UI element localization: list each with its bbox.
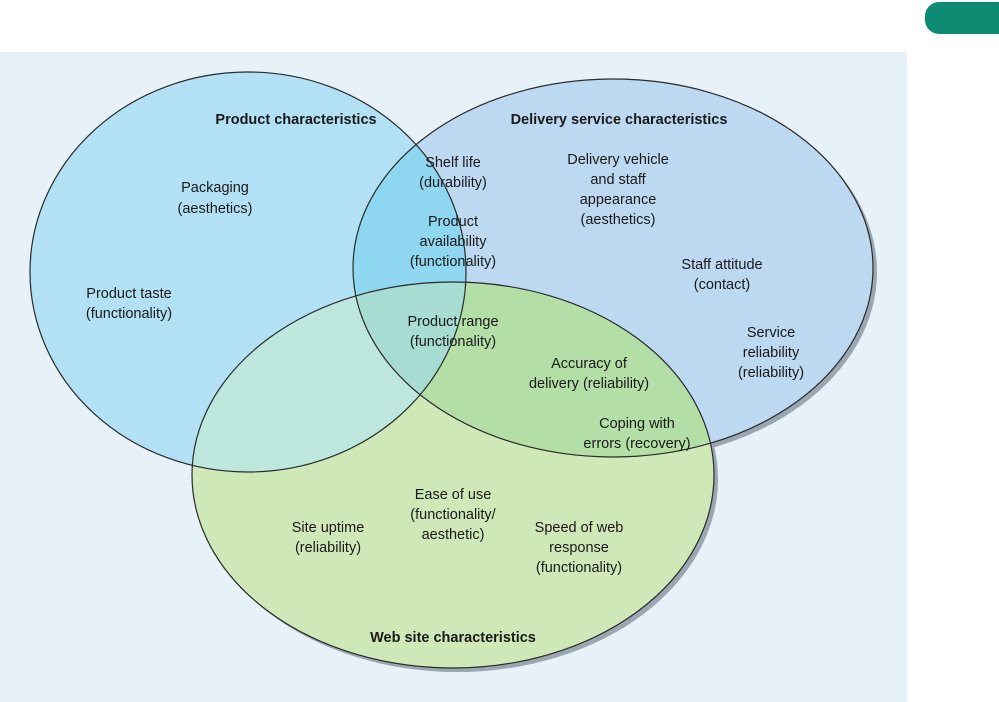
item-site-uptime: Site uptime (reliability) [292, 520, 365, 556]
svg-text:(aesthetics): (aesthetics) [581, 212, 656, 228]
svg-text:Product range: Product range [407, 314, 498, 330]
svg-text:Delivery vehicle: Delivery vehicle [567, 152, 669, 168]
svg-text:availability: availability [420, 234, 488, 250]
web-set-outline [191, 281, 715, 669]
svg-text:reliability: reliability [743, 345, 800, 361]
delivery-set-outline [352, 78, 874, 458]
section-tab-marker [925, 2, 999, 34]
svg-text:(functionality): (functionality) [410, 334, 496, 350]
svg-text:delivery (reliability): delivery (reliability) [529, 376, 649, 392]
item-staff-attitude: Staff attitude (contact) [681, 257, 762, 293]
svg-text:Packaging: Packaging [181, 180, 249, 196]
svg-text:Product: Product [428, 214, 478, 230]
svg-text:Product taste: Product taste [86, 286, 171, 302]
item-product-range: Product range (functionality) [407, 314, 498, 350]
svg-text:appearance: appearance [580, 192, 657, 208]
product-set-outline [29, 71, 467, 473]
svg-text:Accuracy of: Accuracy of [551, 356, 628, 372]
item-shelf-life: Shelf life (durability) [419, 155, 487, 191]
delivery-web-overlap [353, 282, 714, 457]
svg-text:Site uptime: Site uptime [292, 520, 365, 536]
svg-text:(contact): (contact) [694, 277, 750, 293]
item-packaging: Packaging (aesthetics) [178, 180, 253, 217]
item-coping-with-errors: Coping with errors (recovery) [583, 416, 690, 452]
svg-text:(functionality/: (functionality/ [410, 507, 496, 523]
svg-text:errors (recovery): errors (recovery) [583, 436, 690, 452]
svg-text:(durability): (durability) [419, 175, 487, 191]
svg-text:response: response [549, 540, 609, 556]
item-service-reliability: Service reliability (reliability) [738, 325, 804, 381]
svg-text:(functionality): (functionality) [536, 560, 622, 576]
svg-text:Staff attitude: Staff attitude [681, 257, 762, 273]
svg-text:(reliability): (reliability) [295, 540, 361, 556]
web-set-title: Web site characteristics [370, 630, 536, 646]
item-product-availability: Product availability (functionality) [410, 214, 496, 270]
svg-text:(functionality): (functionality) [86, 306, 172, 322]
svg-text:Shelf life: Shelf life [425, 155, 481, 171]
item-speed-of-web-response: Speed of web response (functionality) [535, 520, 624, 576]
item-delivery-vehicle: Delivery vehicle and staff appearance (a… [567, 152, 669, 228]
delivery-set-title: Delivery service characteristics [511, 112, 728, 128]
svg-text:and staff: and staff [590, 172, 646, 188]
item-accuracy-of-delivery: Accuracy of delivery (reliability) [529, 356, 649, 392]
svg-text:Speed of web: Speed of web [535, 520, 624, 536]
product-set-title: Product characteristics [215, 112, 376, 128]
svg-text:(aesthetics): (aesthetics) [178, 201, 253, 217]
item-ease-of-use: Ease of use (functionality/ aesthetic) [410, 487, 496, 543]
item-product-taste: Product taste (functionality) [86, 286, 172, 322]
svg-text:aesthetic): aesthetic) [422, 527, 485, 543]
svg-text:Service: Service [747, 325, 795, 341]
svg-text:(functionality): (functionality) [410, 254, 496, 270]
product-web-overlap [192, 282, 466, 472]
svg-text:Coping with: Coping with [599, 416, 675, 432]
svg-text:(reliability): (reliability) [738, 365, 804, 381]
svg-text:Ease of use: Ease of use [415, 487, 492, 503]
